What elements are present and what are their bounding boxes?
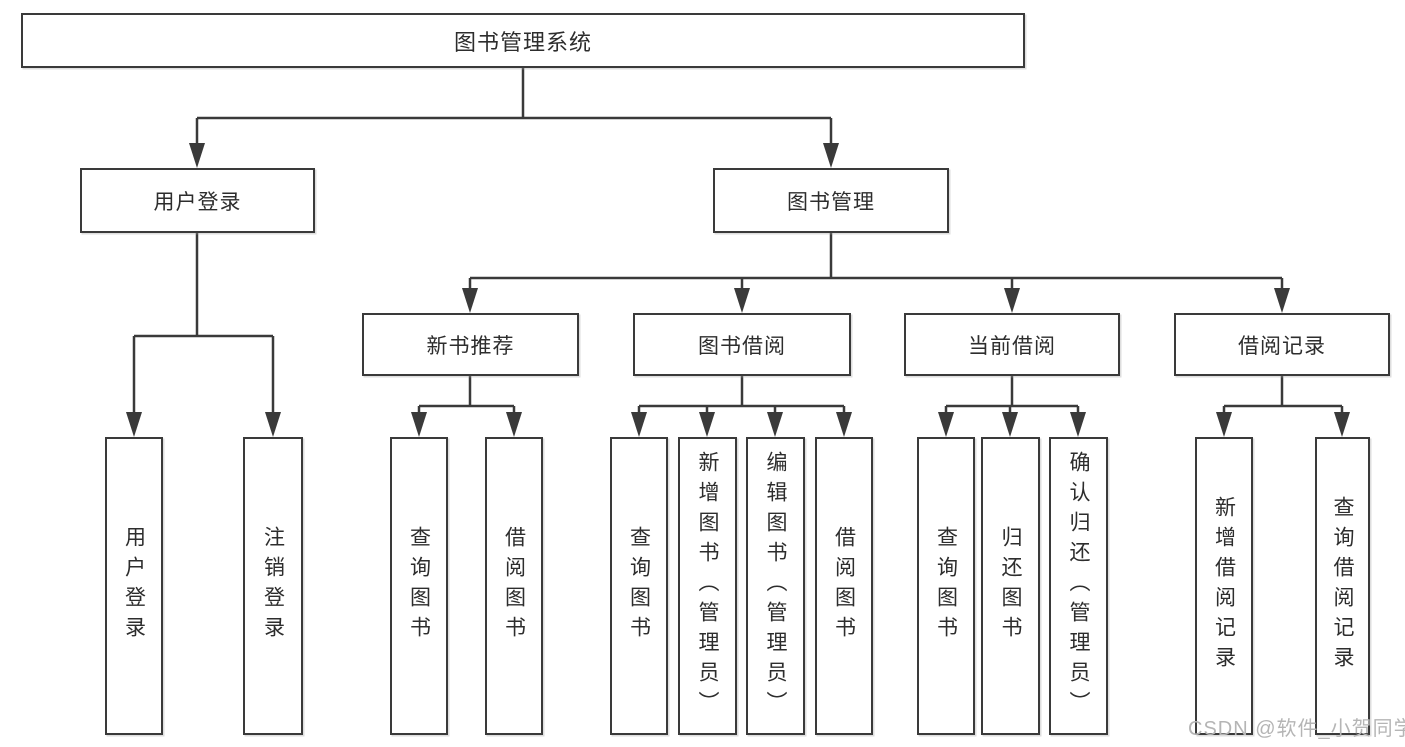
leaf-borrowing-query-book: 查询图书 xyxy=(610,437,668,735)
leaf-records-add-record: 新增借阅记录 xyxy=(1195,437,1253,735)
node-root-library-system: 图书管理系统 xyxy=(21,13,1025,68)
leaf-current-return-book: 归还图书 xyxy=(981,437,1040,735)
csdn-watermark: CSDN @软件_小贺同学 xyxy=(1188,718,1405,740)
node-user-login: 用户登录 xyxy=(80,168,315,233)
node-book-borrowing: 图书借阅 xyxy=(633,313,851,376)
arrowheads xyxy=(126,143,1350,437)
leaf-recommend-query-book: 查询图书 xyxy=(390,437,448,735)
leaf-recommend-borrow-book: 借阅图书 xyxy=(485,437,543,735)
leaf-logout: 注销登录 xyxy=(243,437,303,735)
node-current-borrowing: 当前借阅 xyxy=(904,313,1120,376)
node-new-book-recommend: 新书推荐 xyxy=(362,313,579,376)
leaf-user-login: 用户登录 xyxy=(105,437,163,735)
leaf-borrowing-edit-book-admin: 编辑图书（管理员） xyxy=(746,437,805,735)
leaf-borrowing-add-book-admin: 新增图书（管理员） xyxy=(678,437,737,735)
node-book-management: 图书管理 xyxy=(713,168,949,233)
leaf-borrowing-borrow-book: 借阅图书 xyxy=(815,437,873,735)
leaf-current-confirm-return-admin: 确认归还（管理员） xyxy=(1049,437,1108,735)
leaf-current-query-book: 查询图书 xyxy=(917,437,975,735)
node-borrowing-records: 借阅记录 xyxy=(1174,313,1390,376)
leaf-records-query-record: 查询借阅记录 xyxy=(1315,437,1370,735)
